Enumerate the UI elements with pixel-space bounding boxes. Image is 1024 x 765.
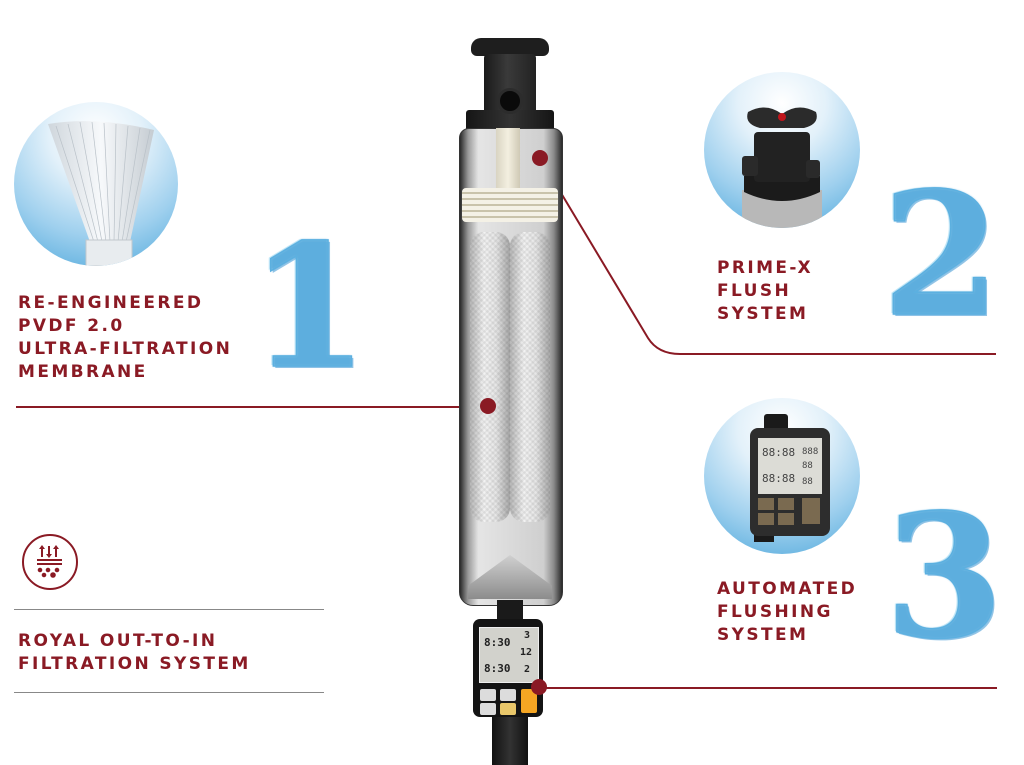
feature-2-leader-line: [539, 157, 996, 355]
connector-pipe: [497, 600, 523, 622]
outlet-pipe: [492, 716, 528, 765]
feature-1-title: RE-ENGINEERED PVDF 2.0 ULTRA-FILTRATION …: [18, 293, 233, 382]
lcd-start-time: 8:30: [484, 662, 511, 675]
hollow-fiber-icon: [48, 121, 154, 266]
feature-3-title: AUTOMATED FLUSHING SYSTEM: [717, 579, 858, 645]
timer-unit: 8:30 8:30 3 12 2: [473, 619, 543, 717]
numeral-1-water: 1: [249, 207, 369, 407]
center-tube: [496, 128, 520, 198]
bottom-feature-title: ROYAL OUT-TO-IN FILTRATION SYSTEM: [18, 631, 251, 674]
timer-lcd: 8:30 8:30 3 12 2: [479, 627, 539, 683]
housing-threads: [462, 188, 558, 222]
feature-2-title: PRIME-X FLUSH SYSTEM: [717, 258, 813, 324]
lcd-how-often: 12: [520, 647, 533, 658]
numeral-3-water: 3: [884, 477, 1004, 677]
timer-button-orange[interactable]: [521, 689, 537, 713]
timer-button-on-off[interactable]: [480, 689, 496, 701]
callout-dot-timer: [531, 679, 547, 695]
numeral-2-water: 2: [881, 155, 1001, 355]
svg-text:88: 88: [802, 461, 813, 471]
out-to-in-arrows-icon: [37, 545, 62, 578]
timer-button-set[interactable]: [500, 703, 516, 715]
flush-timer-image: 88:88 88:88 888 88 88: [704, 398, 860, 554]
flush-timer-icon: 88:88 88:88 888 88 88: [750, 414, 830, 542]
valve-head-image: [704, 72, 860, 228]
svg-text:88:88: 88:88: [762, 446, 795, 459]
membrane-image: [14, 102, 178, 266]
timer-button-rain-delay[interactable]: [480, 703, 496, 715]
lcd-time-now: 8:30: [484, 636, 511, 649]
feature-1-leader-line: [16, 406, 490, 408]
timer-button-manual[interactable]: [500, 689, 516, 701]
membrane-cartridge-left: [470, 232, 510, 522]
membrane-cartridge-right: [510, 232, 550, 522]
valve-base: [466, 110, 554, 132]
valve-handle: [471, 38, 549, 56]
callout-dot-membrane: [480, 398, 496, 414]
lcd-duration: 2: [524, 664, 531, 675]
bottom-feature-divider-bottom: [14, 692, 324, 693]
bottom-feature-divider-top: [14, 609, 324, 610]
svg-text:888: 888: [802, 447, 818, 457]
svg-text:88: 88: [802, 477, 813, 487]
feature-3-leader-line: [540, 687, 997, 689]
valve-head-icon: [742, 107, 822, 228]
valve-port: [497, 88, 523, 114]
filtration-icon: [22, 534, 78, 590]
lcd-how-long: 3: [524, 630, 531, 641]
svg-text:88:88: 88:88: [762, 472, 795, 485]
callout-dot-valve: [532, 150, 548, 166]
